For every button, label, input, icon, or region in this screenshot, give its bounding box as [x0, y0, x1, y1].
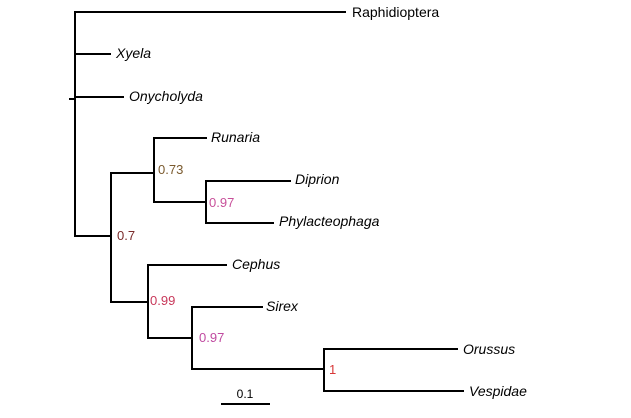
taxon-raphidioptera: Raphidioptera — [352, 4, 439, 20]
support-diprionidae: 0.97 — [209, 195, 234, 210]
taxon-onycholyda: Onycholyda — [129, 88, 203, 104]
support-vespina-siricoidea: 0.97 — [199, 330, 224, 345]
taxon-phylacteophaga: Phylacteophaga — [279, 213, 380, 229]
support-tenthredinoidea: 0.73 — [158, 162, 183, 177]
taxon-sirex: Sirex — [266, 298, 299, 314]
support-vespina: 1 — [329, 362, 336, 377]
scale-bar-label: 0.1 — [237, 387, 254, 401]
taxon-diprion: Diprion — [295, 171, 340, 187]
taxon-vespidae: Vespidae — [469, 383, 527, 399]
taxon-runaria: Runaria — [211, 129, 260, 145]
taxon-xyela: Xyela — [115, 45, 151, 61]
taxon-cephus: Cephus — [232, 256, 280, 272]
tree-branches — [69, 11, 464, 392]
taxon-orussus: Orussus — [463, 341, 515, 357]
support-crown: 0.7 — [117, 228, 135, 243]
support-unicalcarida: 0.99 — [150, 293, 175, 308]
